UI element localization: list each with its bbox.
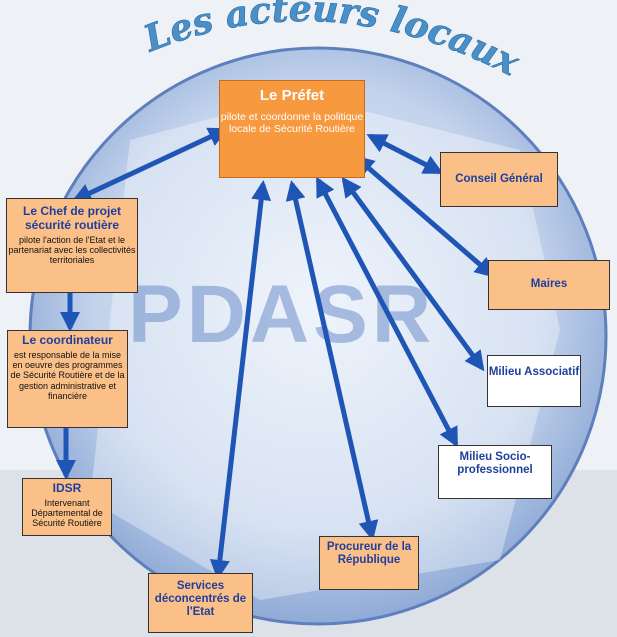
conseil-name: Conseil Général — [455, 173, 543, 185]
milieu-asso-box: Milieu Associatif — [487, 355, 581, 407]
title-arc: Les acteurs locaux — [137, 0, 526, 85]
milieu-socio-name: Milieu Socio-professionnel — [457, 451, 533, 477]
milieu-asso-name: Milieu Associatif — [488, 366, 580, 378]
chef-desc: pilote l'action de l'Etat et le partenar… — [8, 234, 136, 266]
procureur-name: Procureur de la République — [326, 541, 412, 567]
maires-name: Maires — [530, 278, 568, 290]
chef-name: Le Chef de projet sécurité routière — [22, 204, 121, 232]
conseil-box: Conseil Général — [440, 152, 558, 207]
coordinateur-box: Le coordinateur est responsable de la mi… — [7, 330, 128, 428]
pdasr-watermark: PDASR — [128, 269, 436, 360]
prefet-box: Le Préfet pilote et coordonne la politiq… — [219, 80, 365, 178]
chef-box: Le Chef de projet sécurité routière pilo… — [6, 198, 138, 293]
prefet-desc: pilote et coordonne la politique locale … — [220, 111, 364, 136]
diagram-title: Les acteurs locaux — [137, 0, 526, 85]
prefet-name: Le Préfet — [259, 87, 325, 104]
services-box: Services déconcentrés de l'Etat — [148, 573, 253, 633]
coordinateur-name: Le coordinateur — [22, 333, 113, 347]
coordinateur-desc: est responsable de la mise en oeuvre des… — [10, 349, 125, 402]
svg-text:Les acteurs locaux: Les acteurs locaux — [137, 0, 526, 85]
idsr-desc: Intervenant Départemental de Sécurité Ro… — [31, 497, 103, 529]
idsr-name: IDSR — [52, 481, 82, 495]
maires-box: Maires — [488, 260, 610, 310]
milieu-socio-box: Milieu Socio-professionnel — [438, 445, 552, 499]
procureur-box: Procureur de la République — [319, 536, 419, 590]
idsr-box: IDSR Intervenant Départemental de Sécuri… — [22, 478, 112, 536]
services-name: Services déconcentrés de l'Etat — [154, 580, 247, 619]
